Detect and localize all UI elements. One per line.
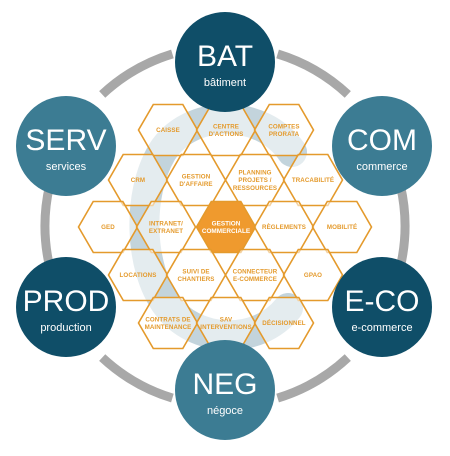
hex-module-label: CAISSE	[156, 127, 180, 134]
sector-label: e-commerce	[351, 322, 412, 334]
hex-module-label: CENTRE	[213, 123, 239, 130]
hex-module: GPAO	[282, 248, 344, 302]
sector-label: services	[46, 161, 87, 173]
hex-module: MOBILITÉ	[311, 200, 373, 254]
hexagon-shape	[282, 248, 344, 302]
hex-module-label: INTERVENTIONS	[200, 324, 251, 331]
ring-arc-segment	[396, 184, 410, 268]
hex-module-label: PRORATA	[269, 131, 300, 138]
sector-abbreviation: COM	[347, 124, 417, 157]
hex-module-label: SAV	[220, 316, 233, 323]
hexagon-shape	[311, 200, 373, 254]
ring-arc-segment	[276, 49, 351, 98]
hex-module-label: PLANNING	[238, 170, 271, 177]
hex-module-label: CONTRATS DE	[145, 316, 190, 323]
sector-abbreviation: PROD	[23, 285, 110, 318]
ring-arc-segment	[99, 49, 174, 98]
hex-module-label: CRM	[131, 177, 145, 184]
hex-module-label: D'AFFAIRE	[179, 181, 212, 188]
sector-node-neg: NEG négoce	[175, 340, 275, 440]
hex-module-label: GPAO	[304, 272, 322, 279]
hex-module-label: INTRANET/	[149, 220, 183, 227]
hex-module-label: PROJETS /	[238, 177, 271, 184]
hex-module-label: DÉCISIONNEL	[262, 319, 306, 327]
sector-abbreviation: BAT	[197, 40, 253, 73]
hex-module-label: GESTION	[182, 173, 211, 180]
sector-abbreviation: E-CO	[345, 285, 420, 318]
sector-circle	[332, 96, 432, 196]
hex-module-label: GED	[101, 224, 115, 231]
hex-module-label: COMPTES	[268, 123, 299, 130]
hex-module-label: MOBILITÉ	[327, 223, 357, 231]
hex-module-label: MAINTENANCE	[145, 324, 192, 331]
hex-module-label: GESTION	[212, 220, 241, 227]
sector-label: bâtiment	[204, 77, 246, 89]
sector-node-prod: PROD production	[16, 257, 116, 357]
hex-module-label: CONNECTEUR	[233, 268, 278, 275]
outer-ring	[40, 49, 410, 403]
sector-node-serv: SERV services	[16, 96, 116, 196]
sector-node-e-co: E-CO e-commerce	[332, 257, 432, 357]
hex-module: RÈGLEMENTS	[253, 200, 315, 254]
hex-module-label: SUIVI DE	[182, 268, 209, 275]
hex-module-label: D'ACTIONS	[209, 131, 244, 138]
sector-circle	[175, 340, 275, 440]
hex-module-label: CHANTIERS	[178, 276, 215, 283]
hex-module: DÉCISIONNEL	[253, 296, 315, 350]
sector-circle	[16, 257, 116, 357]
sector-circle	[175, 12, 275, 112]
sector-circle	[16, 96, 116, 196]
sector-label: production	[40, 322, 91, 334]
sector-node-bat: BAT bâtiment	[175, 12, 275, 112]
ring-arc-segment	[99, 354, 174, 403]
sector-label: négoce	[207, 405, 243, 417]
hex-module: GED	[77, 200, 139, 254]
sector-abbreviation: NEG	[192, 368, 257, 401]
hexagon-shape	[253, 296, 315, 350]
sector-node-com: COM commerce	[332, 96, 432, 196]
hex-module-label: RÈGLEMENTS	[262, 223, 306, 231]
hex-module-label: EXTRANET	[149, 228, 183, 235]
hex-module-label: RESSOURCES	[233, 185, 277, 192]
hex-module-label: E-COMMERCE	[233, 276, 277, 283]
sector-label: commerce	[356, 161, 407, 173]
ring-arc-segment	[276, 354, 351, 403]
sector-circle	[332, 257, 432, 357]
ring-arc-segment	[40, 184, 54, 268]
hex-module-label: LOCATIONS	[120, 272, 157, 279]
hex-module-label: TRACABILITÉ	[292, 176, 334, 184]
hexagon-shape	[137, 296, 199, 350]
sector-abbreviation: SERV	[25, 124, 106, 157]
hex-module-label: COMMERCIALE	[202, 228, 251, 235]
